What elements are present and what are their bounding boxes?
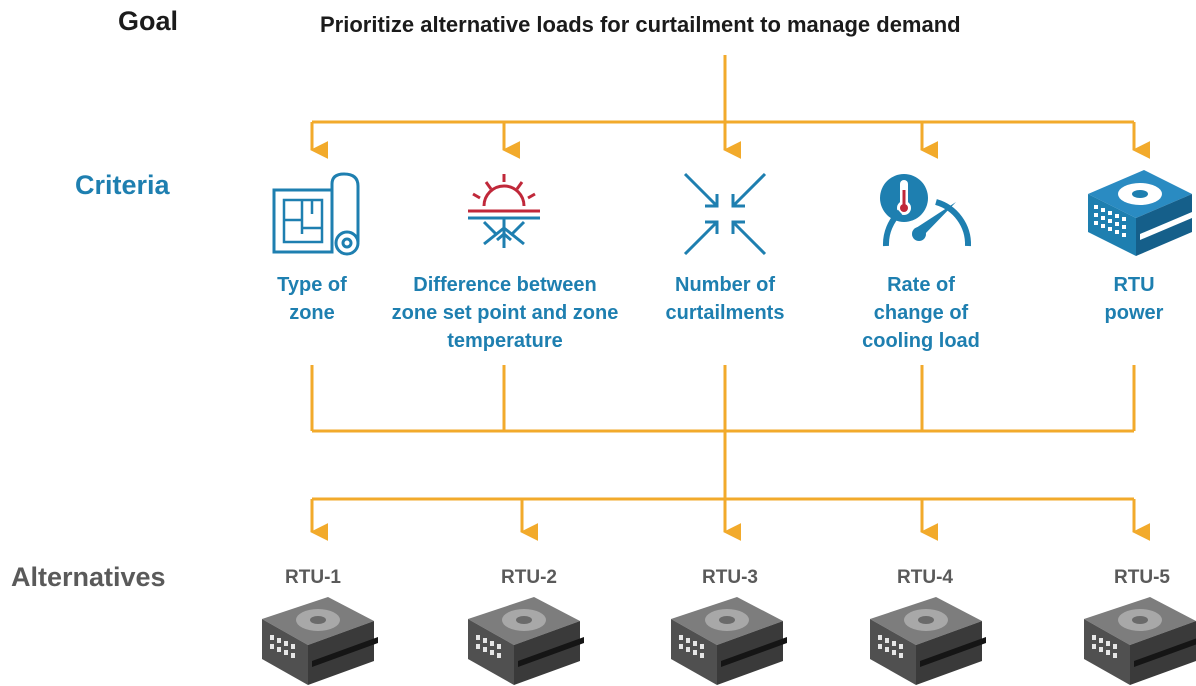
alternative-label-rtu-5: RTU-5 <box>1114 567 1170 588</box>
thermometer-gauge-icon <box>880 174 972 247</box>
criterion-label-rate-of-change: Rate of change of cooling load <box>862 274 980 352</box>
rtu-unit-icon <box>468 597 584 685</box>
rtu-unit-icon <box>671 597 787 685</box>
goal-level-label: Goal <box>118 6 179 36</box>
criterion-label-number-of-curtailments: Number of curtailments <box>665 274 785 324</box>
alternative-label-rtu-4: RTU-4 <box>897 567 953 588</box>
blueprint-icon <box>272 172 360 256</box>
criteria-level-label: Criteria <box>75 170 170 200</box>
criterion-label-setpoint-difference: Difference between zone set point and zo… <box>391 274 619 352</box>
rtu-unit-icon <box>262 597 378 685</box>
alternative-connectors <box>310 365 1151 541</box>
alternative-label-rtu-2: RTU-2 <box>501 567 557 588</box>
criterion-label-type-of-zone: Type of zone <box>277 274 347 324</box>
goal-connectors <box>310 55 1151 159</box>
criterion-label-rtu-power: RTU power <box>1104 274 1164 324</box>
rtu-unit-icon <box>1088 170 1192 256</box>
rtu-unit-icon <box>870 597 986 685</box>
inward-arrows-icon <box>683 172 767 256</box>
goal-statement: Prioritize alternative loads for curtail… <box>320 12 961 37</box>
alternative-label-rtu-1: RTU-1 <box>285 567 341 588</box>
alternatives-level-label: Alternatives <box>11 562 166 592</box>
alternative-label-rtu-3: RTU-3 <box>702 567 758 588</box>
rtu-unit-icon <box>1084 597 1196 685</box>
sun-snowflake-icon <box>468 174 540 248</box>
